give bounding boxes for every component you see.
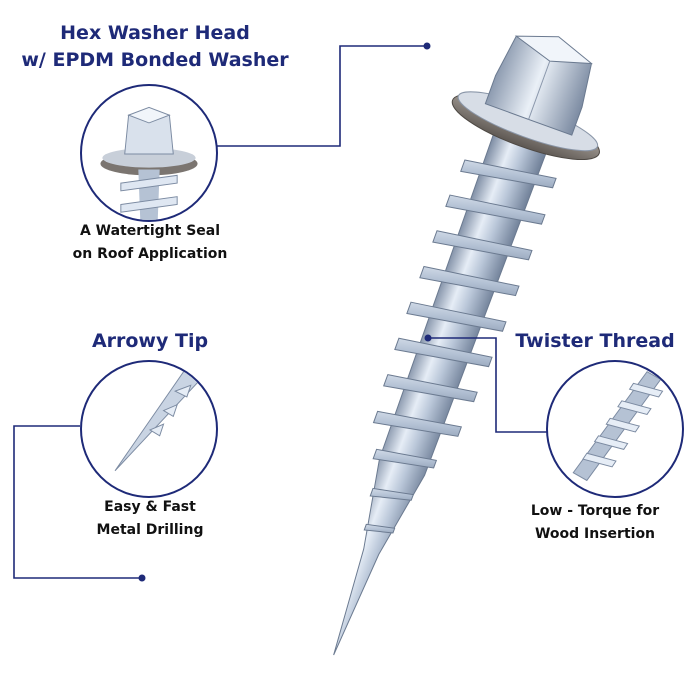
twister-thread-caption-line1: Low - Torque for [530,503,660,519]
twister-thread-closeup [546,360,684,498]
twister-thread-caption-line2: Wood Insertion [534,526,656,542]
hex-head-title-line2: w/ EPDM Bonded Washer [21,49,289,71]
twister-thread-caption: Low - Torque for Wood Insertion [500,500,690,546]
drill-tip-closeup-icon [114,369,202,472]
hex-head-caption: A Watertight Seal on Roof Application [40,220,260,266]
arrowy-tip-caption: Easy & Fast Metal Drilling [40,496,260,542]
twister-thread-title-text: Twister Thread [515,330,675,352]
connector-lines [13,45,551,579]
hex-head-caption-line1: A Watertight Seal [79,223,221,239]
hex-head-closeup [80,84,218,222]
arrowy-tip-closeup [80,360,218,498]
arrowy-tip-caption-line1: Easy & Fast [104,499,196,515]
hex-head-title: Hex Washer Head w/ EPDM Bonded Washer [0,20,310,74]
hex-washer-head-closeup-icon [100,106,198,220]
hex-head-title-line1: Hex Washer Head [60,22,250,44]
connector-dots [138,42,432,582]
arrowy-tip-title: Arrowy Tip [60,328,240,355]
twister-thread-title: Twister Thread [500,328,690,355]
hex-head-caption-line2: on Roof Application [72,246,228,262]
arrowy-tip-caption-line2: Metal Drilling [96,522,204,538]
thread-closeup-icon [572,371,664,482]
arrowy-tip-title-text: Arrowy Tip [91,330,209,352]
screw-threads [363,159,557,534]
